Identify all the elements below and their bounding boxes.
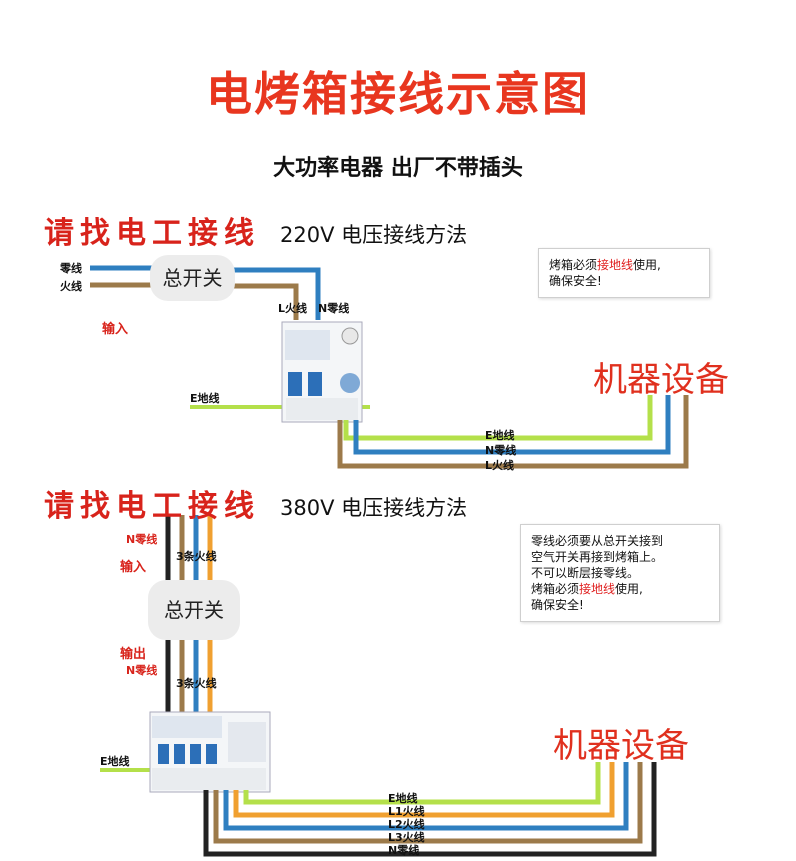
s1-out-live-label: L火线: [485, 459, 515, 472]
s2-note-line5: 确保安全!: [531, 598, 584, 612]
s1-method-text: 电压接线方法: [341, 223, 468, 247]
s2-voltage: 380V: [280, 496, 335, 520]
s1-note-line2: 确保安全!: [549, 274, 602, 288]
s1-out-neutral-label: N零线: [485, 444, 517, 457]
s2-breaker: [149, 711, 271, 793]
s2-note-text-b: 使用,: [615, 582, 643, 596]
s2-note-line2: 空气开关再接到烤箱上。: [531, 550, 664, 564]
s2-neutral-bottom-label: N零线: [126, 664, 158, 677]
s2-equipment: 机器设备: [553, 726, 689, 766]
s2-out-n-wire: [203, 762, 657, 857]
s1-note: 烤箱必须接地线使用, 确保安全!: [538, 248, 710, 298]
s2-out-earth-label: E地线: [388, 792, 418, 805]
s1-breaker-live-label: L火线: [278, 302, 308, 315]
s1-equipment: 机器设备: [593, 360, 729, 400]
s2-out-l3-label: L3火线: [388, 831, 425, 844]
s1-note-highlight: 接地线: [597, 258, 634, 272]
s2-note-line3: 不可以断层接零线。: [531, 566, 640, 580]
s2-note-line1: 零线必须要从总开关接到: [531, 534, 664, 548]
s2-out-earth-wire: [243, 762, 601, 805]
s1-earth-label: E地线: [190, 392, 220, 405]
s1-note-text-b: 使用,: [633, 258, 661, 272]
s1-live-in-label: 火线: [60, 280, 82, 293]
page-subtitle: 大功率电器 出厂不带插头: [273, 156, 523, 181]
s2-three-live-top-label: 3条火线: [176, 550, 217, 563]
s1-breaker: [281, 321, 363, 423]
s1-out-earth-wire: [343, 395, 653, 441]
s1-neutral-out-wire: [228, 267, 321, 320]
s2-method: 380V 电压接线方法: [280, 492, 467, 522]
s2-out-l1-wire: [233, 762, 615, 818]
s2-out-l2-wire: [223, 762, 629, 831]
s1-out-neutral-wire: [353, 395, 671, 455]
s1-note-line1: 烤箱必须接地线使用,: [549, 257, 699, 273]
s1-out-earth-label: E地线: [485, 429, 515, 442]
s2-three-live-bottom-label: 3条火线: [176, 677, 217, 690]
s2-out-l1-label: L1火线: [388, 805, 425, 818]
s1-hint: 请找电工接线: [44, 216, 260, 251]
s2-note-text-a: 烤箱必须: [531, 582, 580, 596]
s2-note: 零线必须要从总开关接到 空气开关再接到烤箱上。 不可以断层接零线。 烤箱必须接地…: [520, 524, 720, 622]
s2-out-l3-wire: [213, 762, 643, 844]
s1-voltage: 220V: [280, 223, 335, 247]
s1-input-label: 输入: [102, 322, 129, 337]
s1-out-live-wire: [337, 395, 689, 469]
s2-out-l2-label: L2火线: [388, 818, 425, 831]
s2-main-switch: 总开关: [148, 580, 240, 640]
s2-note-line4: 烤箱必须接地线使用,: [531, 581, 709, 597]
s2-note-highlight: 接地线: [579, 582, 616, 596]
s2-neutral-top-label: N零线: [126, 533, 158, 546]
s1-main-switch: 总开关: [150, 255, 235, 301]
s1-live-out-wire: [228, 283, 299, 320]
s2-output-label: 输出: [120, 647, 147, 662]
s2-out-neutral-label: N零线: [388, 844, 420, 857]
s2-input-label: 输入: [120, 560, 147, 575]
s1-neutral-in-label: 零线: [60, 262, 82, 275]
s1-breaker-neutral-label: N零线: [318, 302, 350, 315]
s2-hint: 请找电工接线: [44, 489, 260, 524]
s2-method-text: 电压接线方法: [341, 496, 468, 520]
s1-method: 220V 电压接线方法: [280, 219, 467, 249]
s1-note-text-a: 烤箱必须: [549, 258, 598, 272]
page-title: 电烤箱接线示意图: [206, 67, 590, 121]
s2-earth-label: E地线: [100, 755, 130, 768]
